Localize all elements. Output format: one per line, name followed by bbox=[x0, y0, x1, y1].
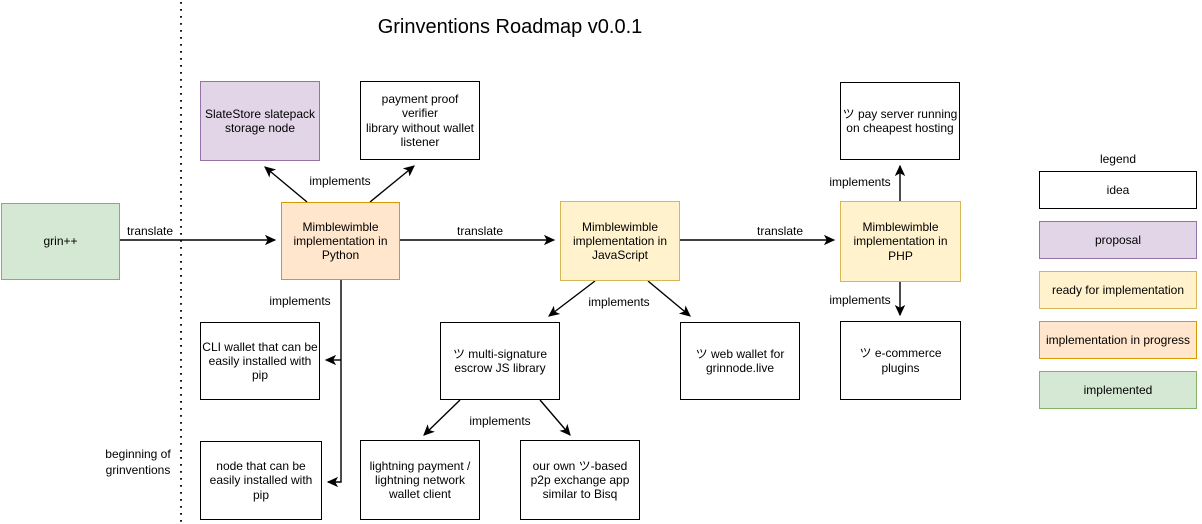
edge-label-translate-python-js: translate bbox=[456, 224, 504, 238]
edge-label-implements-php-down: implements bbox=[829, 293, 891, 307]
edge-label-translate-js-php: translate bbox=[756, 224, 804, 238]
edge-multisig-lightning bbox=[423, 399, 461, 436]
node-mimblewimble-python: Mimblewimble implementation in Python bbox=[281, 202, 400, 280]
edge-label-implements-js-down: implements bbox=[588, 295, 650, 309]
edge-python-slatestore bbox=[264, 166, 308, 203]
legend-item-idea: idea bbox=[1039, 171, 1197, 209]
node-p2p-exchange: our own ツ-based p2p exchange app similar… bbox=[520, 440, 640, 520]
node-slatestore: SlateStore slatepack storage node bbox=[200, 81, 320, 161]
node-cli-wallet: CLI wallet that can be easily installed … bbox=[200, 322, 320, 400]
legend-title: legend bbox=[1099, 152, 1137, 166]
edge-multisig-p2p bbox=[539, 399, 571, 436]
edge-label-implements-multisig-down: implements bbox=[469, 414, 531, 428]
legend-item-in-progress: implementation in progress bbox=[1039, 321, 1197, 359]
edge-python-pip-node bbox=[326, 280, 342, 488]
node-mimblewimble-php: Mimblewimble implementation in PHP bbox=[840, 201, 961, 282]
node-multisig-escrow: ツ multi-signature escrow JS library bbox=[440, 322, 560, 400]
node-web-wallet: ツ web wallet for grinnode.live bbox=[680, 322, 800, 400]
node-grinpp: grin++ bbox=[1, 203, 120, 280]
edge-javascript-web-wallet bbox=[647, 280, 691, 317]
beginning-of-grinventions-label: beginning of grinventions bbox=[105, 447, 171, 477]
edge-label-implements-python-down: implements bbox=[269, 294, 331, 308]
edge-label-implements-python-up: implements bbox=[309, 174, 371, 188]
node-ecommerce-plugins: ツ e-commerce plugins bbox=[840, 321, 961, 400]
node-payment-proof-verifier: payment proof verifier library without w… bbox=[360, 81, 480, 160]
node-pay-server: ツ pay server running on cheapest hosting bbox=[840, 82, 960, 160]
node-mimblewimble-javascript: Mimblewimble implementation in JavaScrip… bbox=[560, 201, 680, 281]
node-pip-node: node that can be easily installed with p… bbox=[200, 441, 322, 520]
node-lightning-wallet: lightning payment / lightning network wa… bbox=[360, 440, 480, 520]
legend-item-proposal: proposal bbox=[1039, 221, 1197, 259]
edge-label-implements-php-up: implements bbox=[829, 175, 891, 189]
edge-python-payment-proof bbox=[369, 165, 415, 203]
legend-item-implemented: implemented bbox=[1039, 371, 1197, 409]
edge-label-translate-grinpp-python: translate bbox=[126, 224, 174, 238]
page-title: Grinventions Roadmap v0.0.1 bbox=[377, 16, 643, 38]
legend-item-ready: ready for implementation bbox=[1039, 271, 1197, 309]
edge-javascript-multisig bbox=[548, 280, 596, 317]
